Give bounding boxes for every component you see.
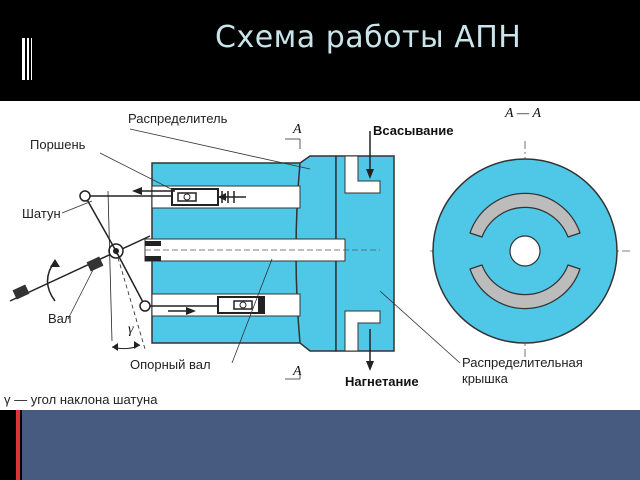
section-a-a xyxy=(430,141,630,363)
label-cover-line1: Распределительная xyxy=(462,355,583,370)
gamma-symbol: γ xyxy=(128,322,134,337)
title-accent-bar-3 xyxy=(31,38,32,80)
flow-arrows xyxy=(132,131,374,371)
section-title: A — A xyxy=(504,106,541,121)
label-suction: Всасывание xyxy=(373,123,453,138)
legend-gamma: γ — угол наклона шатуна xyxy=(4,392,158,407)
leader-lines xyxy=(61,128,461,380)
lower-piston xyxy=(217,296,265,314)
bottom-red-accent xyxy=(16,410,20,480)
section-mark-bottom: A xyxy=(292,364,302,379)
apn-diagram: Распределитель Поршень Шатун Вал Опорный… xyxy=(4,106,630,407)
label-cover-line2: крышка xyxy=(462,371,509,386)
label-support-shaft: Опорный вал xyxy=(130,357,211,372)
label-distributor: Распределитель xyxy=(128,111,228,126)
label-discharge: Нагнетание xyxy=(345,374,419,389)
title-bar xyxy=(0,0,640,101)
slide-title: Схема работы АПН xyxy=(215,20,522,55)
label-piston: Поршень xyxy=(30,137,86,152)
pump-body xyxy=(144,155,395,352)
title-accent-bar-1 xyxy=(22,38,25,80)
section-mark-top: A xyxy=(292,122,302,137)
label-conrod: Шатун xyxy=(22,206,61,221)
bottom-band xyxy=(22,410,640,480)
label-shaft: Вал xyxy=(48,311,72,326)
title-accent-bar-2 xyxy=(27,38,29,80)
upper-piston xyxy=(171,188,246,206)
shaft-linkage xyxy=(9,190,218,351)
